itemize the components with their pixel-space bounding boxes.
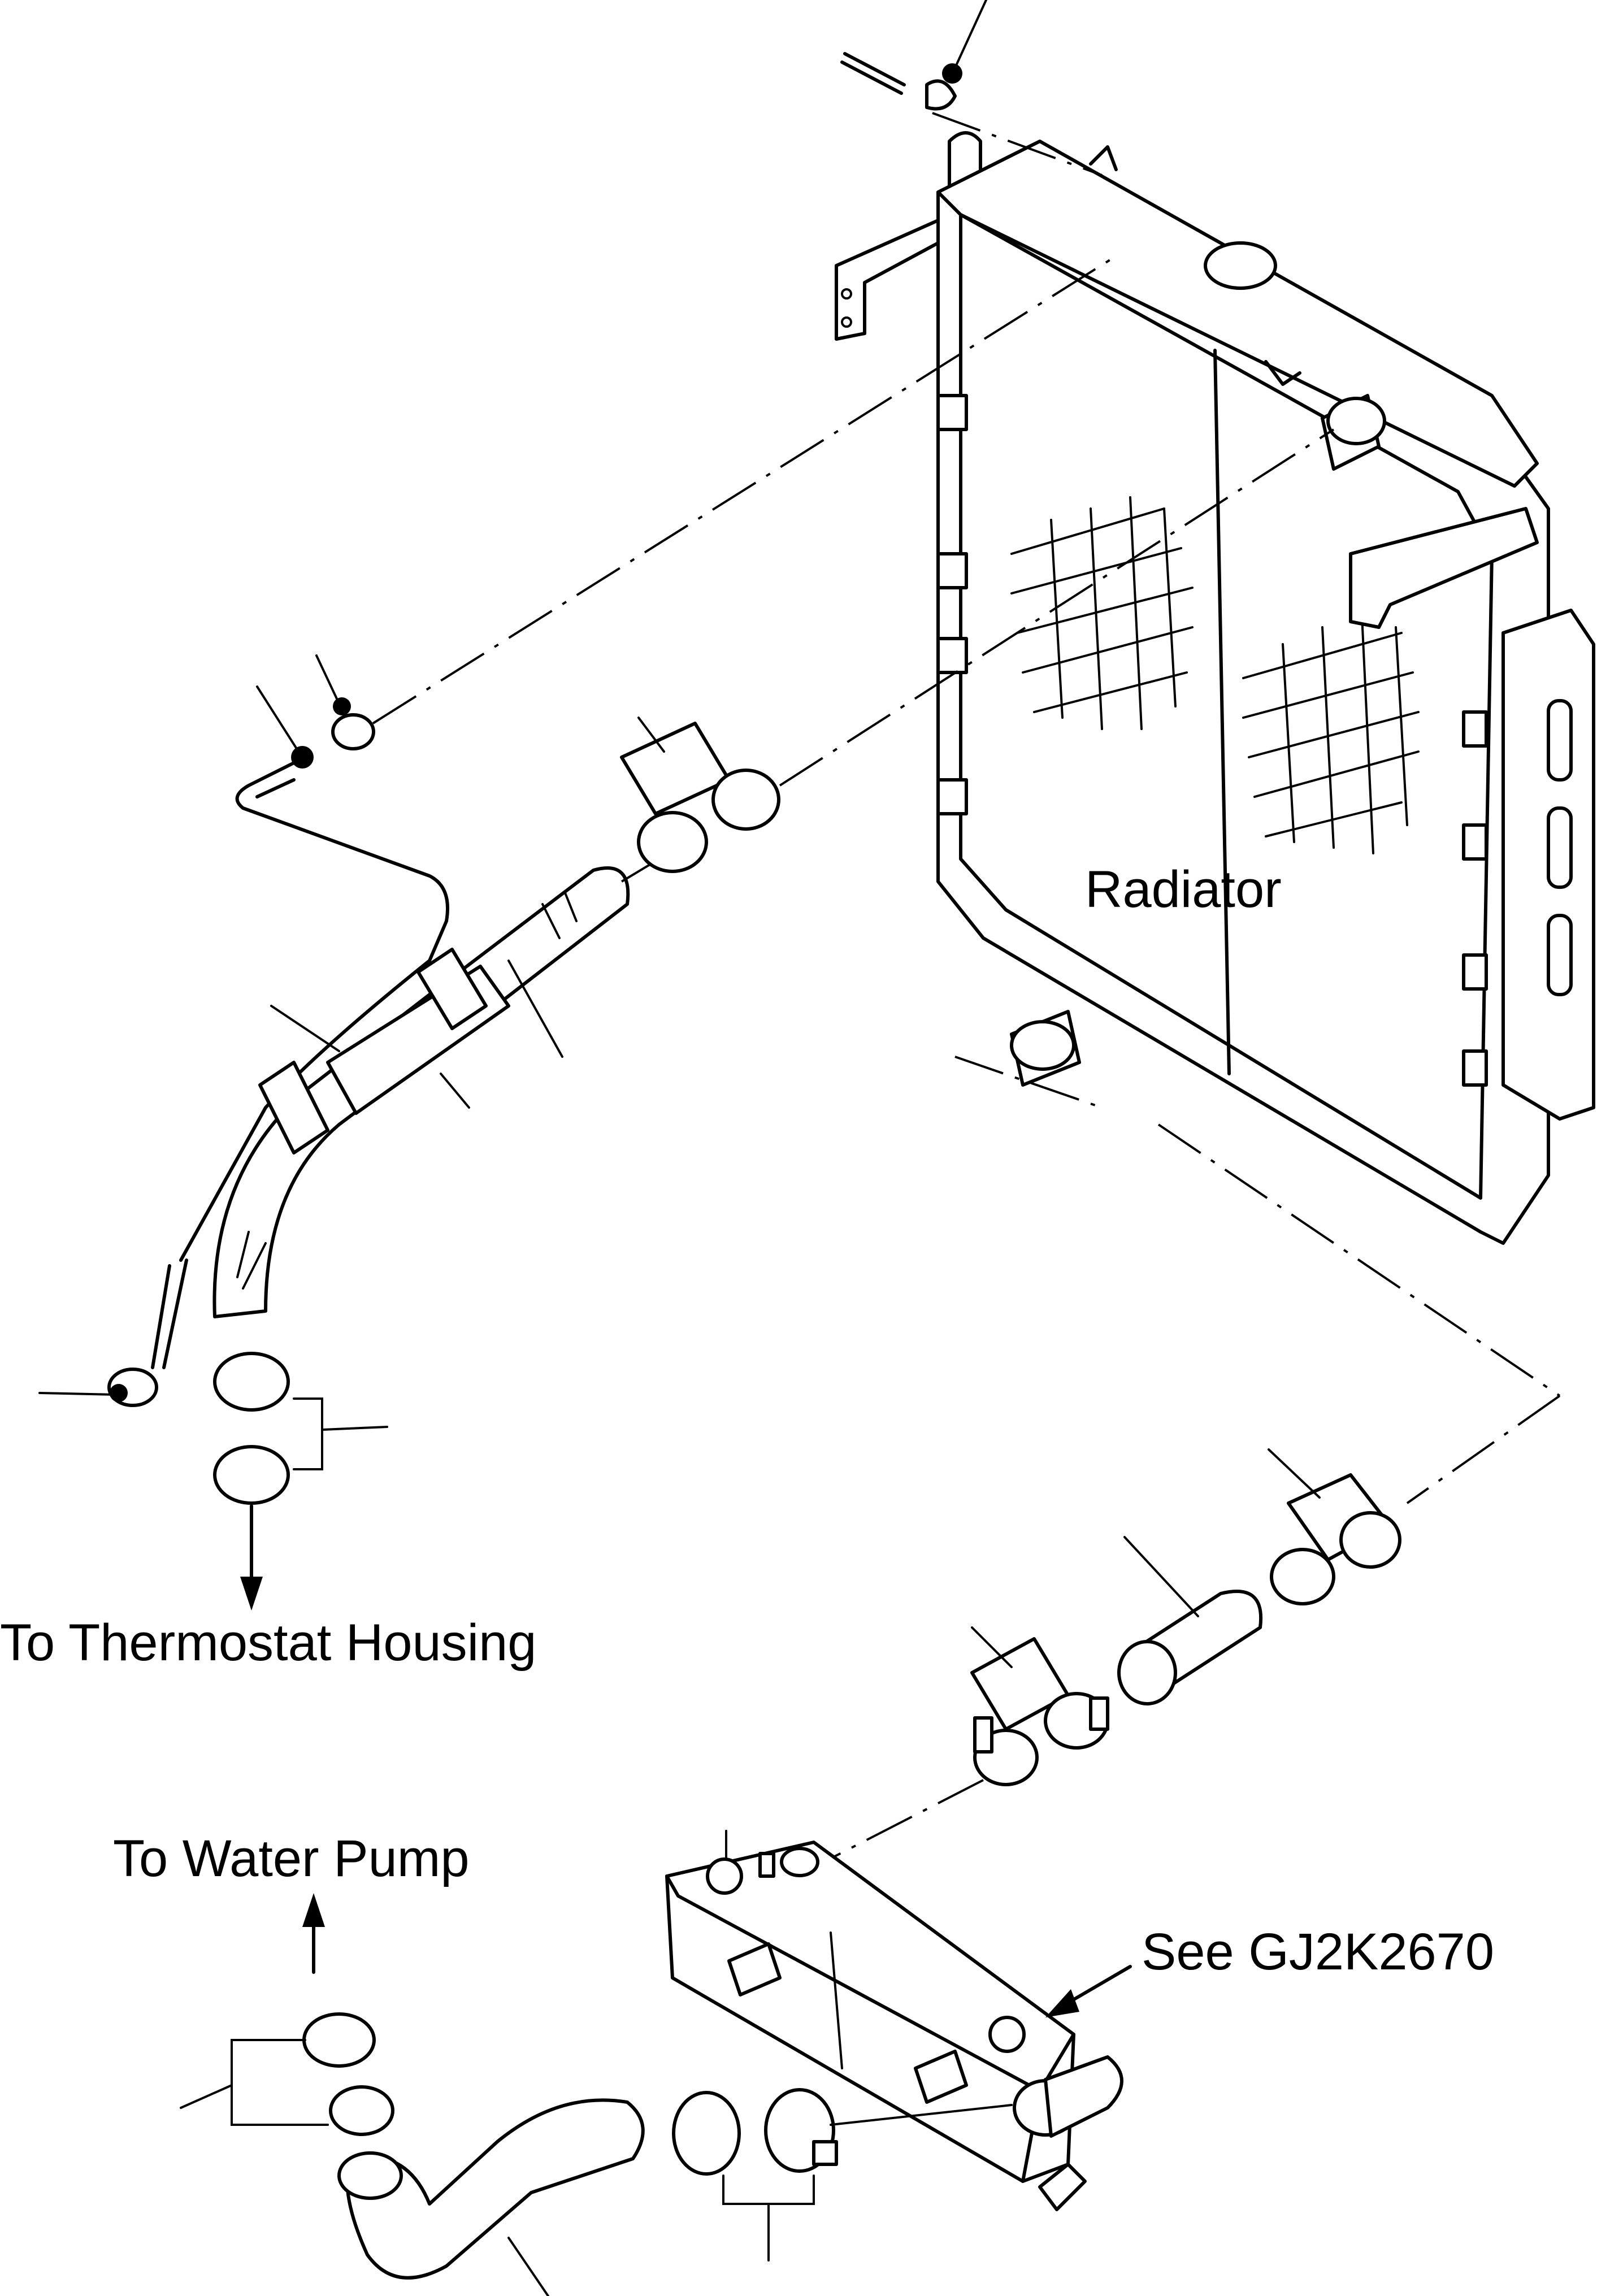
overflow-tube-plug — [291, 746, 314, 769]
label-radiator: Radiator — [1085, 861, 1282, 918]
top-wing-clip — [925, 79, 957, 111]
radiator-core-mesh-left — [1010, 496, 1194, 730]
hose-hatching — [236, 892, 578, 1290]
radiator-top-tank — [936, 140, 1539, 488]
upper-hose-clamp-pair — [620, 717, 780, 873]
cooler-outlet-pipe-lower — [1038, 2163, 1087, 2211]
overflow-tube-clip-upper — [315, 654, 375, 750]
hose-protective-sleeve — [326, 965, 510, 1115]
water-pump-clamp-lower — [329, 2085, 394, 2136]
clamp-lower — [213, 1445, 290, 1505]
radiator-upper-outlet — [1321, 394, 1386, 471]
top-pin — [843, 52, 906, 86]
water-pump-direction-arrowhead — [302, 1893, 325, 1927]
radiator-filler-cap — [1204, 241, 1277, 290]
water-pump-clamp-upper — [302, 2012, 376, 2068]
thermostat-direction-arrowhead — [240, 1577, 263, 1611]
label-to-water-pump: To Water Pump — [113, 1830, 470, 1887]
left-side-clips — [936, 394, 968, 815]
lower-right-clamp-pair — [1268, 1448, 1401, 1605]
cooler-top-fitting — [758, 1852, 775, 1878]
radiator-lower-outlet — [1010, 1010, 1081, 1087]
overflow-tube — [179, 761, 449, 1262]
top-lifting-eye — [948, 131, 982, 188]
upper-radiator-hose — [212, 866, 630, 1318]
water-pump-hose — [345, 2098, 645, 2280]
label-to-thermostat-housing: To Thermostat Housing — [0, 1614, 536, 1672]
clamp-upper — [213, 1352, 290, 1412]
radiator-assembly — [835, 131, 1595, 1245]
water-pump-hose-assembly — [180, 1893, 1013, 2296]
right-mounting-bracket — [1349, 507, 1539, 629]
top-pin-and-clip — [840, 0, 1103, 176]
see-reference-arrowhead — [1045, 1989, 1079, 2017]
thermostat-hose-clamps — [38, 1352, 388, 1611]
cooler-bracket-left — [727, 1942, 782, 1996]
radiator-inner-frame — [959, 213, 1494, 1200]
oil-cooler-assembly — [665, 1830, 1132, 2211]
right-side-shroud-plate — [1501, 609, 1595, 1121]
core-divider-line — [1213, 349, 1231, 1075]
lower-hose-assembly — [774, 1056, 1561, 1889]
lower-left-clamp-pair — [970, 1626, 1109, 1786]
upper-hose-assembly — [151, 253, 1335, 1369]
cooler-bracket-right — [914, 2050, 968, 2104]
small-side-clips — [1089, 145, 1301, 386]
cooler-inlet-clamp-left — [672, 2091, 741, 2176]
right-side-clips — [1462, 710, 1488, 1087]
left-mounting-bracket — [835, 219, 940, 341]
radiator-core-mesh-right — [1242, 615, 1420, 854]
hose-band-clamp-lower — [258, 1061, 329, 1154]
hose-band-clamp-upper — [416, 948, 488, 1030]
label-see-reference: See GJ2K2670 — [1142, 1923, 1494, 1981]
